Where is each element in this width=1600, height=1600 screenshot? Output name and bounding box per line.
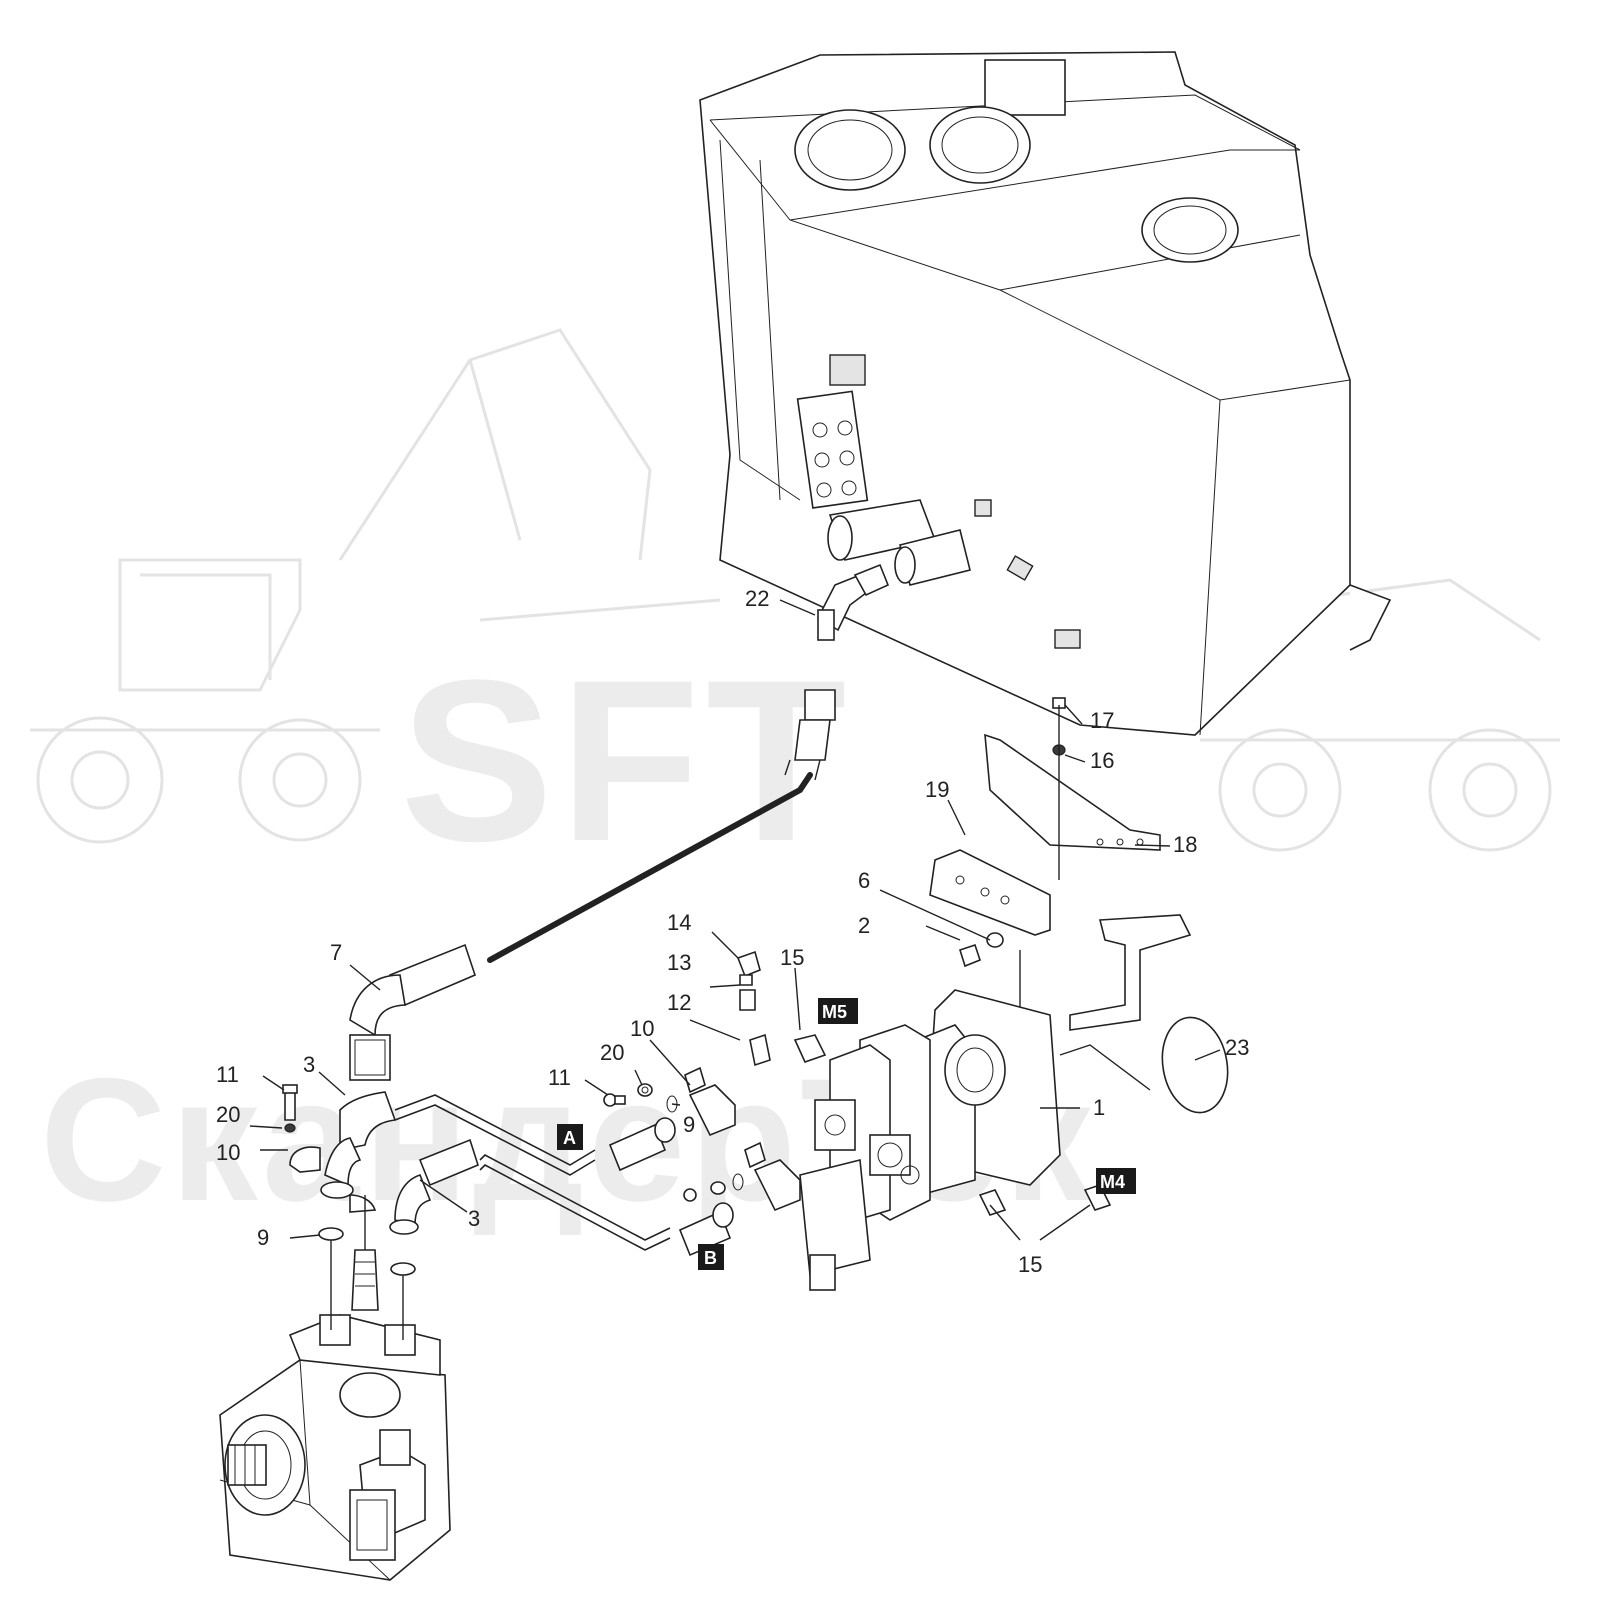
callout-20-mid: 20 xyxy=(600,1040,624,1065)
svg-text:M5: M5 xyxy=(822,1002,847,1022)
callout-10: 10 xyxy=(216,1140,240,1165)
callout-2: 2 xyxy=(858,913,870,938)
chassis-frame xyxy=(699,51,1392,736)
watermark-logo: SFT xyxy=(400,632,852,889)
callout-16: 16 xyxy=(1090,748,1114,773)
callout-20: 20 xyxy=(216,1102,240,1127)
callout-15: 15 xyxy=(780,945,804,970)
callout-11-mid: 11 xyxy=(548,1065,571,1090)
callout-11: 11 xyxy=(216,1062,239,1087)
port-label-a: A xyxy=(557,1124,583,1150)
callout-22: 22 xyxy=(745,586,769,611)
port-labels: A B M4 M5 xyxy=(557,998,1136,1270)
svg-text:M4: M4 xyxy=(1100,1172,1125,1192)
callout-9: 9 xyxy=(257,1225,269,1250)
callout-18: 18 xyxy=(1173,832,1197,857)
port-label-b: B xyxy=(698,1244,724,1270)
hydraulic-motor xyxy=(799,989,1061,1291)
callout-6: 6 xyxy=(858,868,870,893)
hydraulic-pump xyxy=(219,1195,451,1581)
callout-14: 14 xyxy=(667,910,691,935)
watermark-machine-outline xyxy=(30,328,1560,852)
callout-12: 12 xyxy=(667,990,691,1015)
callout-1: 1 xyxy=(1093,1095,1105,1120)
callout-13: 13 xyxy=(667,950,691,975)
svg-text:B: B xyxy=(704,1248,717,1268)
o-ring-23 xyxy=(1161,1016,1229,1114)
callouts: 1 2 3 3 6 7 9 9 10 10 11 11 12 13 14 15 … xyxy=(216,586,1249,1277)
callout-17: 17 xyxy=(1090,708,1114,733)
pressure-lines xyxy=(289,1066,801,1257)
callout-19: 19 xyxy=(925,777,949,802)
hardware xyxy=(282,697,1112,1276)
callout-3: 3 xyxy=(303,1052,315,1077)
callout-9-mid: 9 xyxy=(683,1112,695,1137)
callout-10-mid: 10 xyxy=(630,1016,654,1041)
callout-23: 23 xyxy=(1225,1035,1249,1060)
port-label-m4: M4 xyxy=(1096,1168,1136,1194)
brackets xyxy=(929,705,1192,1090)
callout-7: 7 xyxy=(330,940,342,965)
callout-15-lower: 15 xyxy=(1018,1252,1042,1277)
main-hose xyxy=(349,563,890,1081)
port-label-m5: M5 xyxy=(818,998,858,1024)
leader-lines xyxy=(249,599,1221,1241)
callout-3-lower: 3 xyxy=(468,1206,480,1231)
svg-text:A: A xyxy=(563,1128,576,1148)
